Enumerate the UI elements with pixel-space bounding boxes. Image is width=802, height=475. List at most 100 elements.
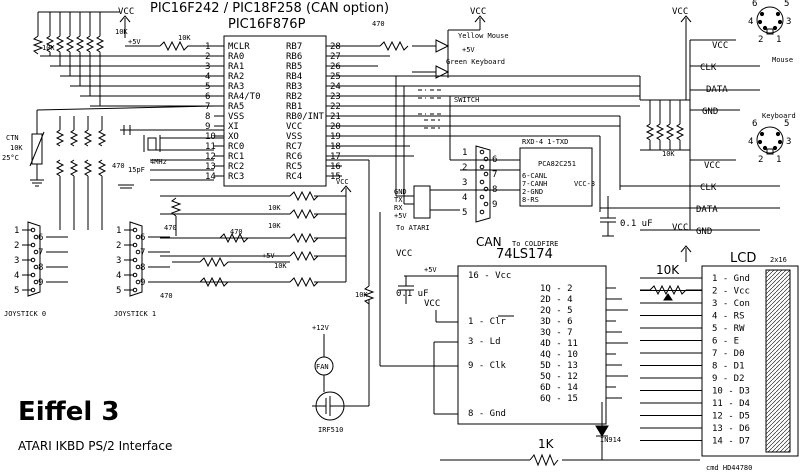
mcu-pin-num-right: 21 — [330, 112, 341, 122]
mcu-pin-name-left: RA3 — [228, 82, 244, 92]
mcu-pin-name-left: RA4/T0 — [228, 92, 261, 102]
ls174-pin: 1Q - 2 — [540, 284, 573, 294]
mcu-pin-num-left: 10 — [205, 132, 216, 142]
joystick-pin: 6 — [140, 233, 145, 243]
din-pin: 6 — [752, 0, 757, 9]
mcu-pin-num-left: 8 — [205, 112, 210, 122]
mcu-pin-num-right: 28 — [330, 42, 341, 52]
lcd-pin: 2 - Vcc — [712, 287, 750, 297]
din-pin: 2 — [758, 155, 763, 165]
vcc-led: VCC — [470, 7, 486, 17]
mcu-pin-name-left: RA5 — [228, 102, 244, 112]
mcu-pin-num-right: 22 — [330, 102, 341, 112]
mcu-name: PIC16F876P — [228, 17, 306, 32]
ls174-clr: 1 - Clr — [468, 317, 507, 327]
ls174-pin: 3D - 6 — [540, 317, 573, 327]
ls174-pin: 5Q - 12 — [540, 372, 578, 382]
joystick-pin: 6 — [38, 233, 43, 243]
cap-ls: 0.1 uF — [396, 289, 429, 299]
ls174-pin: 5D - 13 — [540, 361, 578, 371]
led-green-label: Green Keyboard — [446, 58, 505, 66]
mcu-pin-num-right: 19 — [330, 132, 341, 142]
mcu-pin-name-left: RA1 — [228, 62, 244, 72]
ls174-pin: 6Q - 15 — [540, 394, 578, 404]
mcu-pin-num-right: 23 — [330, 92, 341, 102]
joystick-pin: 7 — [38, 248, 43, 258]
can-db9-pin: 9 — [492, 200, 497, 210]
din-pin: 4 — [748, 17, 753, 27]
mcu-pin-name-right: RC7 — [286, 142, 302, 152]
r10k-pot: 10K — [656, 263, 680, 277]
can-top: RXD-4 1-TXD — [522, 138, 568, 146]
lcd-pin: 13 - D6 — [712, 424, 750, 434]
ls174-pin: 2D - 4 — [540, 295, 573, 305]
din-pin: 3 — [786, 17, 791, 27]
ctn-value: 10K — [10, 144, 23, 152]
atari-label: To ATARI — [396, 224, 430, 232]
p5v-joy: +5V — [262, 252, 275, 260]
vcc-joy: VCC — [336, 178, 349, 186]
diode-label: IN914 — [600, 436, 621, 444]
mcu-pin-name-left: XO — [228, 132, 239, 142]
fet-label: IRF510 — [318, 426, 343, 434]
mcu-pin-name-right: RB1 — [286, 102, 302, 112]
atari-pin-tx: TX — [394, 196, 403, 204]
can-sub: To COLDFIRE — [512, 240, 558, 248]
r470-joy-b: 470 — [230, 228, 243, 236]
mouse-vcc: VCC — [712, 41, 728, 51]
atari-pin-gnd: GND — [394, 188, 407, 196]
din-pin: 2 — [758, 35, 763, 45]
r10k-joy-a: 10K — [268, 204, 281, 212]
r470-joy-c: 470 — [160, 292, 173, 300]
mcu-pin-num-right: 25 — [330, 72, 341, 82]
joystick-pin: 7 — [140, 248, 145, 258]
mcu-pin-name-left: RA0 — [228, 52, 244, 62]
mcu-pin-num-left: 7 — [205, 102, 210, 112]
joystick-pin: 4 — [14, 271, 19, 281]
joystick-pin: 8 — [38, 263, 43, 273]
mcu-pin-num-right: 20 — [330, 122, 341, 132]
mcu-pin-name-right: RC4 — [286, 172, 302, 182]
ls174-gnd: 8 - Gnd — [468, 409, 506, 419]
fan-label: FAN — [316, 363, 329, 371]
mcu-pin-num-right: 27 — [330, 52, 341, 62]
mcu-pin-name-left: XI — [228, 122, 239, 132]
mcu-pin-name-left: MCLR — [228, 42, 250, 52]
joystick-1-label: JOYSTICK 1 — [114, 310, 156, 318]
ls174-pin: 2Q - 5 — [540, 306, 573, 316]
mcu-pin-num-left: 14 — [205, 172, 216, 182]
lcd-pin: 3 - Con — [712, 299, 750, 309]
can-label: CAN — [476, 235, 502, 249]
lcd-pin: 8 - D1 — [712, 362, 745, 372]
can-db9-pin: 2 — [462, 163, 467, 173]
ls174-name: 74LS174 — [496, 247, 553, 262]
mcu-pin-name-left: RC1 — [228, 152, 244, 162]
din-pin: 1 — [776, 35, 781, 45]
r10k-joy-c: 10K — [274, 262, 287, 270]
mcu-pin-num-right: 18 — [330, 142, 341, 152]
p5v-led: +5V — [462, 46, 475, 54]
xtal-label: 4MHz — [150, 158, 167, 166]
can-pin-canh: 7-CANH — [522, 180, 547, 188]
kbd-label: Keyboard — [762, 112, 796, 120]
switch-label: SWITCH — [454, 96, 479, 104]
joystick-pin: 2 — [14, 241, 19, 251]
mouse-clk: CLK — [700, 63, 717, 73]
can-db9-pin: 4 — [462, 193, 467, 203]
mcu-pin-num-right: 16 — [330, 162, 341, 172]
mcu-pin-name-left: RC3 — [228, 172, 244, 182]
ls174-pin: 6D - 14 — [540, 383, 578, 393]
r10k-joy-b: 10K — [268, 222, 281, 230]
mcu-pin-name-right: VSS — [286, 132, 302, 142]
can-chip — [519, 147, 593, 207]
ls174-pin: 3Q - 7 — [540, 328, 573, 338]
can-db9-pin: 3 — [462, 178, 467, 188]
joystick-pin: 1 — [14, 226, 19, 236]
mcu-pin-num-right: 26 — [330, 62, 341, 72]
vcc-clr: VCC — [424, 299, 440, 309]
mcu-pin-num-right: 24 — [330, 82, 341, 92]
lcd-pin: 12 - D5 — [712, 412, 750, 422]
